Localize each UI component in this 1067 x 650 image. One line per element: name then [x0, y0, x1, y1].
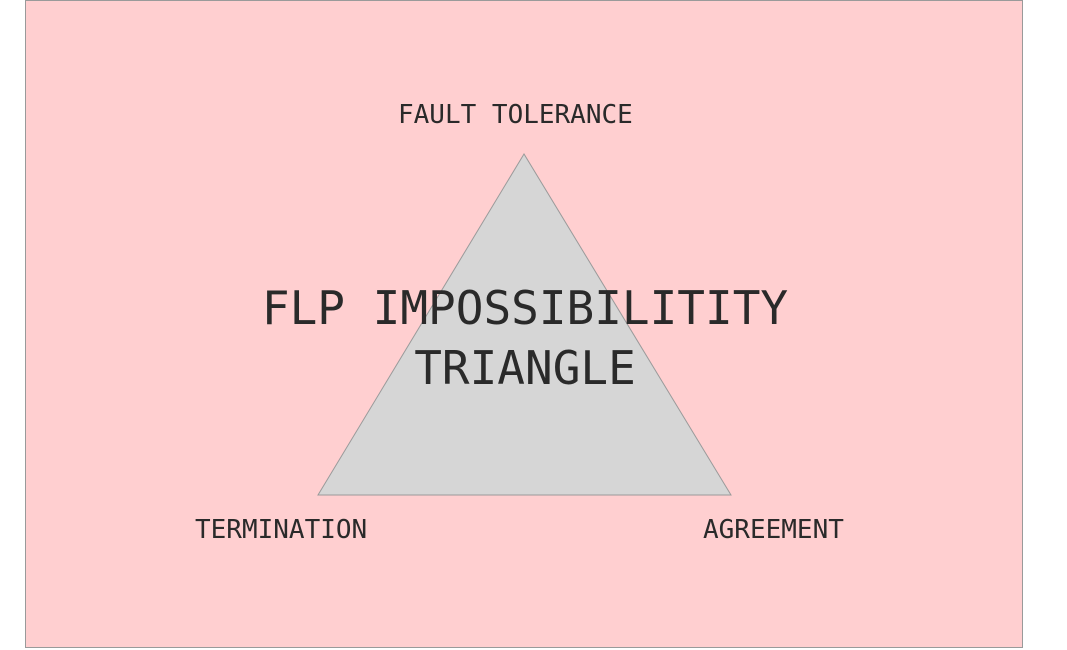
impossibility-triangle	[317, 153, 732, 496]
diagram-title-line-1: FLP IMPOSSIBILITITY	[261, 281, 789, 335]
termination-label: TERMINATION	[195, 515, 368, 545]
agreement-label: AGREEMENT	[703, 515, 844, 545]
fault-tolerance-label: FAULT TOLERANCE	[398, 100, 633, 130]
diagram-title-line-2: TRIANGLE	[414, 341, 636, 395]
